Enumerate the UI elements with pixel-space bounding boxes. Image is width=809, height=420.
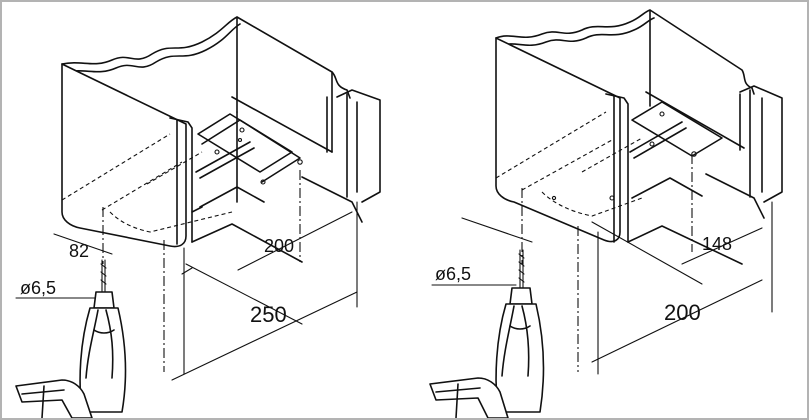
right-dimension-lines <box>461 154 773 375</box>
left-drill-icon <box>15 259 127 418</box>
left-dim-82: 82 <box>69 241 89 261</box>
right-dim-148: 148 <box>702 234 732 254</box>
left-dim-200: 200 <box>264 236 294 256</box>
right-cabinet-wall <box>739 85 783 203</box>
right-drill-diameter: ø6,5 <box>435 264 471 284</box>
right-drill-icon <box>429 249 545 418</box>
left-dim-250: 250 <box>250 302 287 327</box>
right-dim-200: 200 <box>664 300 701 325</box>
left-drill-diameter: ø6,5 <box>20 278 56 298</box>
left-dimension-lines <box>53 170 358 381</box>
left-drawing: 82 200 250 ø6,5 <box>15 16 381 418</box>
right-sink-basin <box>495 9 765 265</box>
left-sink-basin <box>61 16 363 263</box>
left-cabinet-wall <box>336 89 381 203</box>
right-drawing: 148 200 ø6,5 <box>429 9 783 418</box>
